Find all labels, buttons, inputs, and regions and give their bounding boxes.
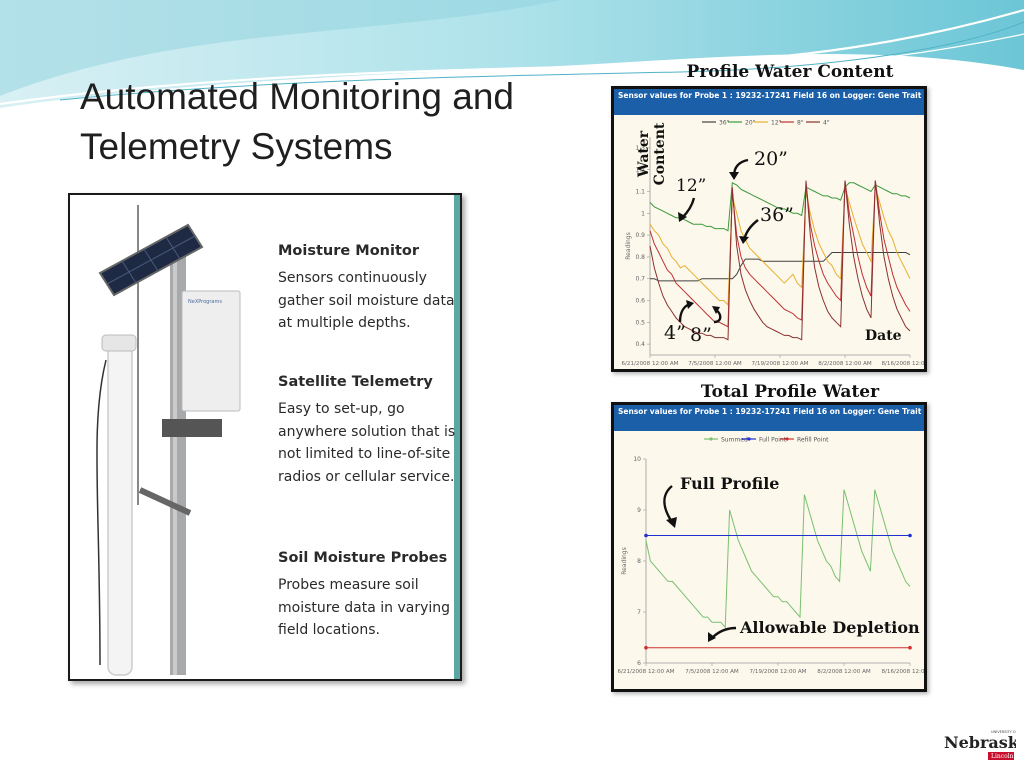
x-tick-label: 7/5/2008 12:00 AM <box>685 669 739 675</box>
annotation-12: 12” <box>676 176 707 196</box>
svg-text:Nebraska: Nebraska <box>944 733 1016 752</box>
legend-marker <box>709 437 713 441</box>
title-line-2: Telemetry Systems <box>80 126 393 167</box>
annotation-8: 8” <box>690 324 712 346</box>
feature-heading: Satellite Telemetry <box>278 374 433 390</box>
svg-text:Lincoln: Lincoln <box>991 753 1014 760</box>
water-content-overlay-label: Water Content <box>636 116 680 186</box>
svg-text:NeXPrograms: NeXPrograms <box>188 299 222 305</box>
legend-label: 4" <box>823 120 830 127</box>
feature-satellite-telemetry: Satellite Telemetry Easy to set-up, go a… <box>278 374 456 488</box>
feature-heading: Moisture Monitor <box>278 243 420 259</box>
y-tick-label: 1.1 <box>635 189 645 196</box>
title-line-1: Automated Monitoring and <box>80 76 514 117</box>
y-axis-label: Readings <box>625 232 632 259</box>
y-tick-label: 0.4 <box>635 341 645 348</box>
profile-water-chart: Sensor values for Probe 1 : 19232-17241 … <box>611 86 927 372</box>
feature-moisture-monitor: Moisture Monitor Sensors continuously ga… <box>278 243 456 335</box>
series-line-summed <box>645 489 911 629</box>
series-point <box>644 533 648 538</box>
y-tick-label: 8 <box>637 558 641 565</box>
x-tick-label: 7/5/2008 12:00 AM <box>688 361 742 367</box>
full-profile-label: Full Profile <box>680 474 780 493</box>
chart2-header: Sensor values for Probe 1 : 19232-17241 … <box>614 405 924 431</box>
annotation-36: 36” <box>760 204 794 226</box>
x-tick-label: 6/21/2008 12:00 AM <box>617 669 674 675</box>
y-tick-label: 0.7 <box>635 276 645 283</box>
feature-soil-moisture-probes: Soil Moisture Probes Probes measure soil… <box>278 550 456 642</box>
total-profile-water-chart: Sensor values for Probe 1 : 19232-17241 … <box>611 402 927 692</box>
feature-body: Probes measure soil moisture data in var… <box>278 577 451 638</box>
x-tick-label: 7/19/2008 12:00 AM <box>751 361 808 367</box>
legend-label: Refill Point <box>797 437 829 444</box>
monitoring-station-illustration: NeXPrograms <box>96 205 241 676</box>
chart2-plot: Summed Full Point Refill Point 6 7 8 9 10Readin… <box>617 437 924 676</box>
legend-marker <box>747 437 751 441</box>
date-label: Date <box>865 328 902 344</box>
legend-label: Full Point <box>759 437 787 444</box>
feature-heading: Soil Moisture Probes <box>278 550 448 566</box>
y-tick-label: 1.3 <box>635 145 645 152</box>
chart2-caption: Total Profile Water <box>700 382 880 402</box>
y-tick-label: 0.9 <box>635 232 645 239</box>
y-tick-label: 9 <box>637 507 641 514</box>
series-point <box>908 645 912 650</box>
annotation-20: 20” <box>754 148 788 170</box>
equipment-panel: NeXPrograms Moisture Monitor Sensors con… <box>68 193 462 681</box>
slide-title: Automated Monitoring and Telemetry Syste… <box>80 72 600 172</box>
legend-label: 12" <box>771 120 782 127</box>
feature-body: Easy to set-up, go anywhere solution tha… <box>278 401 456 485</box>
legend-label: 36" <box>719 120 730 127</box>
y-tick-label: 1 <box>641 210 645 217</box>
y-tick-label: 10 <box>633 456 641 463</box>
x-tick-label: 8/2/2008 12:00 AM <box>817 669 871 675</box>
series-line-20 <box>649 182 911 232</box>
legend-label: Summed <box>721 437 748 444</box>
legend-label: 20" <box>745 120 756 127</box>
x-tick-label: 8/16/2008 12:00 AM <box>881 669 924 675</box>
chart1-plot: 36" 20" 12" 8" 4" 0.4 0.5 0.6 0.7 0.8 0.9 1 1.1 1.2 1.… <box>621 120 924 368</box>
y-tick-label: 7 <box>637 609 641 616</box>
y-tick-label: 0.5 <box>635 319 645 326</box>
y-tick-label: 0.8 <box>635 254 645 261</box>
x-tick-label: 6/21/2008 12:00 AM <box>621 361 678 367</box>
feature-body: Sensors continuously gather soil moistur… <box>278 270 455 331</box>
series-line-12 <box>649 186 911 307</box>
legend-label: 8" <box>797 120 804 127</box>
svg-text:UNIVERSITY OF: UNIVERSITY OF <box>991 730 1016 734</box>
water-content-label: Water Content <box>636 122 668 186</box>
annotation-4: 4” <box>664 322 686 344</box>
university-logo: UNIVERSITY OF Nebraska Lincoln <box>944 728 1016 760</box>
y-tick-label: 6 <box>637 660 641 667</box>
y-axis-label: Readings <box>621 547 628 574</box>
allowable-depletion-label: Allowable Depletion <box>740 618 920 637</box>
chart1-caption: Profile Water Content <box>686 62 894 82</box>
x-tick-label: 8/2/2008 12:00 AM <box>818 361 872 367</box>
x-tick-label: 8/16/2008 12:00 AM <box>881 361 924 367</box>
chart1-header: Sensor values for Probe 1 : 19232-17241 … <box>614 89 924 115</box>
y-tick-label: 0.6 <box>635 298 645 305</box>
header-banner <box>0 0 1024 113</box>
series-point <box>908 533 912 538</box>
y-tick-label: 1.2 <box>635 167 645 174</box>
series-point <box>644 645 648 650</box>
x-tick-label: 7/19/2008 12:00 AM <box>749 669 806 675</box>
series-line-4 <box>649 180 911 341</box>
legend-marker <box>785 437 789 441</box>
panel-edge <box>454 195 460 679</box>
